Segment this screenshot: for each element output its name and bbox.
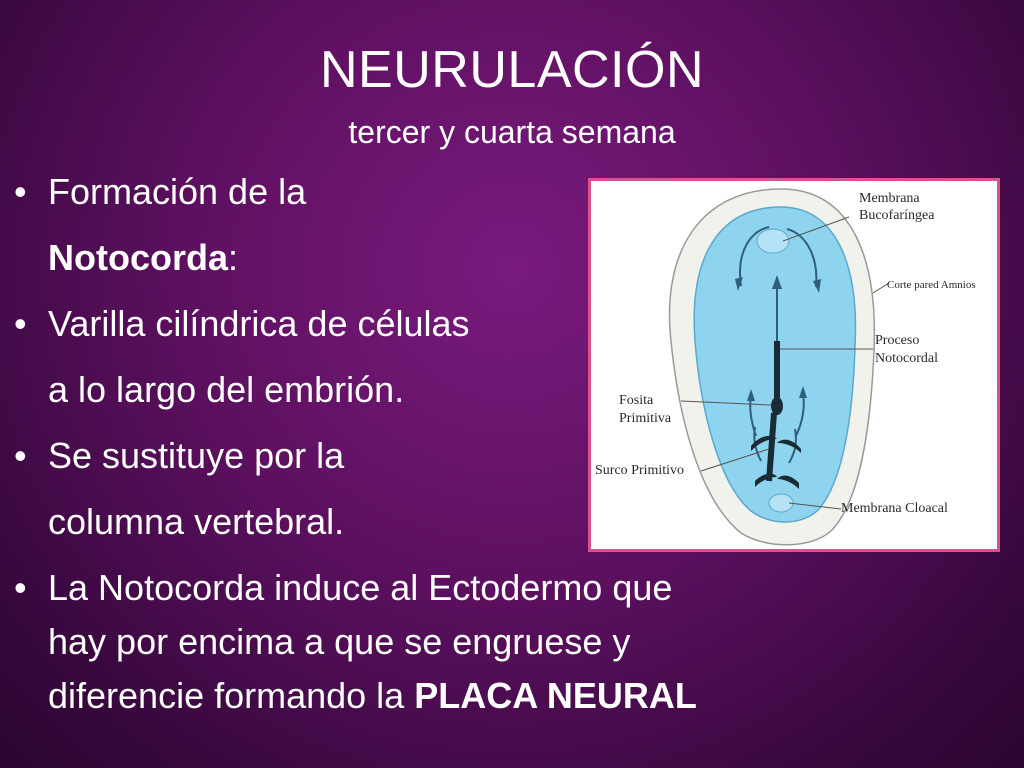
- embryo-illustration: [668, 188, 890, 546]
- bullet-text: hay por encima a que se engruese y: [48, 621, 631, 662]
- curved-arrow-left: [739, 226, 770, 287]
- slide-subtitle: tercer y cuarta semana: [348, 114, 676, 150]
- bullet-text-rest: diferencie formando la: [48, 675, 415, 716]
- label-membrana-cloacal: Membrana Cloacal: [841, 501, 948, 516]
- leader-fosita: [680, 400, 772, 406]
- slide-title: NEURULACIÓN: [320, 41, 704, 99]
- bullet-text: diferencie formando la PLACA NEURAL: [48, 674, 697, 718]
- bucopharyngeal-membrane: [756, 228, 790, 254]
- label-surco-primitivo: Surco Primitivo: [595, 463, 685, 478]
- label-membrana-bucofaringea-2: Bucofaríngea: [859, 208, 935, 223]
- bullet-text: Se sustituye por la: [48, 435, 345, 476]
- leader-bucopharyngeal: [782, 216, 850, 242]
- embryo-diagram: Membrana Bucofaríngea Corte pared Amnios…: [588, 178, 1000, 552]
- leader-amnion: [872, 282, 890, 294]
- bullet-text: columna vertebral.: [48, 501, 345, 542]
- label-proceso-1: Proceso: [875, 333, 920, 348]
- bullet-text-rest: :: [228, 237, 239, 278]
- bullet-text: Formación de la: [48, 171, 307, 212]
- label-fosita-1: Fosita: [619, 393, 654, 408]
- bullet-text: a lo largo del embrión.: [48, 369, 405, 410]
- bullet-text: Varilla cilíndrica de células: [48, 303, 470, 344]
- bullet-text: Notocorda:: [48, 236, 238, 280]
- label-proceso-2: Notocordal: [875, 351, 938, 366]
- bold-term: PLACA NEURAL: [414, 675, 697, 716]
- bullet-marker: •: [14, 171, 27, 212]
- bullet-marker: •: [14, 435, 27, 476]
- curved-arrow-right: [786, 228, 818, 288]
- bold-term: Notocorda: [48, 237, 228, 278]
- primitive-streak: [766, 412, 777, 482]
- primitive-pit: [771, 397, 783, 415]
- bullet-marker: •: [14, 303, 27, 344]
- label-fosita-2: Primitiva: [619, 411, 672, 426]
- label-corte-pared: Corte pared Amnios: [887, 279, 976, 291]
- bullet-text: La Notocorda induce al Ectodermo que: [48, 567, 673, 608]
- leader-cloacal: [788, 502, 842, 510]
- label-membrana-bucofaringea-1: Membrana: [859, 191, 920, 206]
- leader-surco: [700, 448, 770, 472]
- bullet-marker: •: [14, 567, 27, 608]
